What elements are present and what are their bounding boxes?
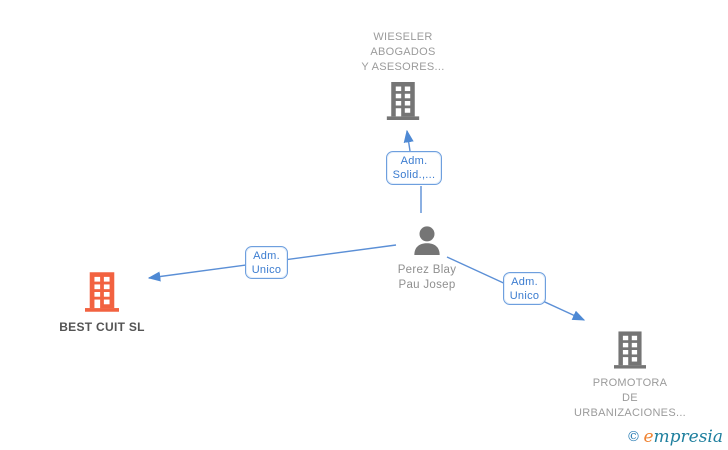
brand-rest: mpresia bbox=[653, 427, 724, 447]
node-company-wieseler[interactable]: WIESELER ABOGADOS Y ASESORES... bbox=[313, 30, 493, 125]
company-name-wieseler: WIESELER ABOGADOS Y ASESORES... bbox=[361, 31, 445, 73]
node-company-best-cuit[interactable]: BEST CUIT SL bbox=[22, 271, 182, 335]
building-icon bbox=[614, 331, 646, 369]
node-company-promotora[interactable]: PROMOTORA DE URBANIZACIONES... bbox=[550, 331, 710, 421]
copyright-symbol: © bbox=[626, 429, 641, 445]
person-name: Perez Blay Pau Josep bbox=[397, 264, 457, 291]
building-icon bbox=[85, 271, 119, 313]
edge-solid-box-to-top-company bbox=[403, 129, 414, 152]
empresia-logo[interactable]: ©empresia bbox=[626, 427, 723, 447]
building-icon bbox=[384, 82, 422, 120]
person-icon bbox=[412, 224, 442, 256]
edge-label-adm-solid: Adm. Solid.,... bbox=[386, 151, 442, 185]
brand-initial: e bbox=[643, 427, 654, 447]
node-person-perez-blay[interactable]: Perez Blay Pau Josep bbox=[337, 224, 517, 293]
company-name-promotora: PROMOTORA DE URBANIZACIONES... bbox=[573, 377, 687, 419]
edge-label-adm-unico-left: Adm. Unico bbox=[245, 246, 288, 279]
brand-name: empresia bbox=[643, 427, 723, 447]
company-name-best-cuit: BEST CUIT SL bbox=[59, 320, 145, 334]
edge-label-adm-unico-right: Adm. Unico bbox=[503, 272, 546, 305]
